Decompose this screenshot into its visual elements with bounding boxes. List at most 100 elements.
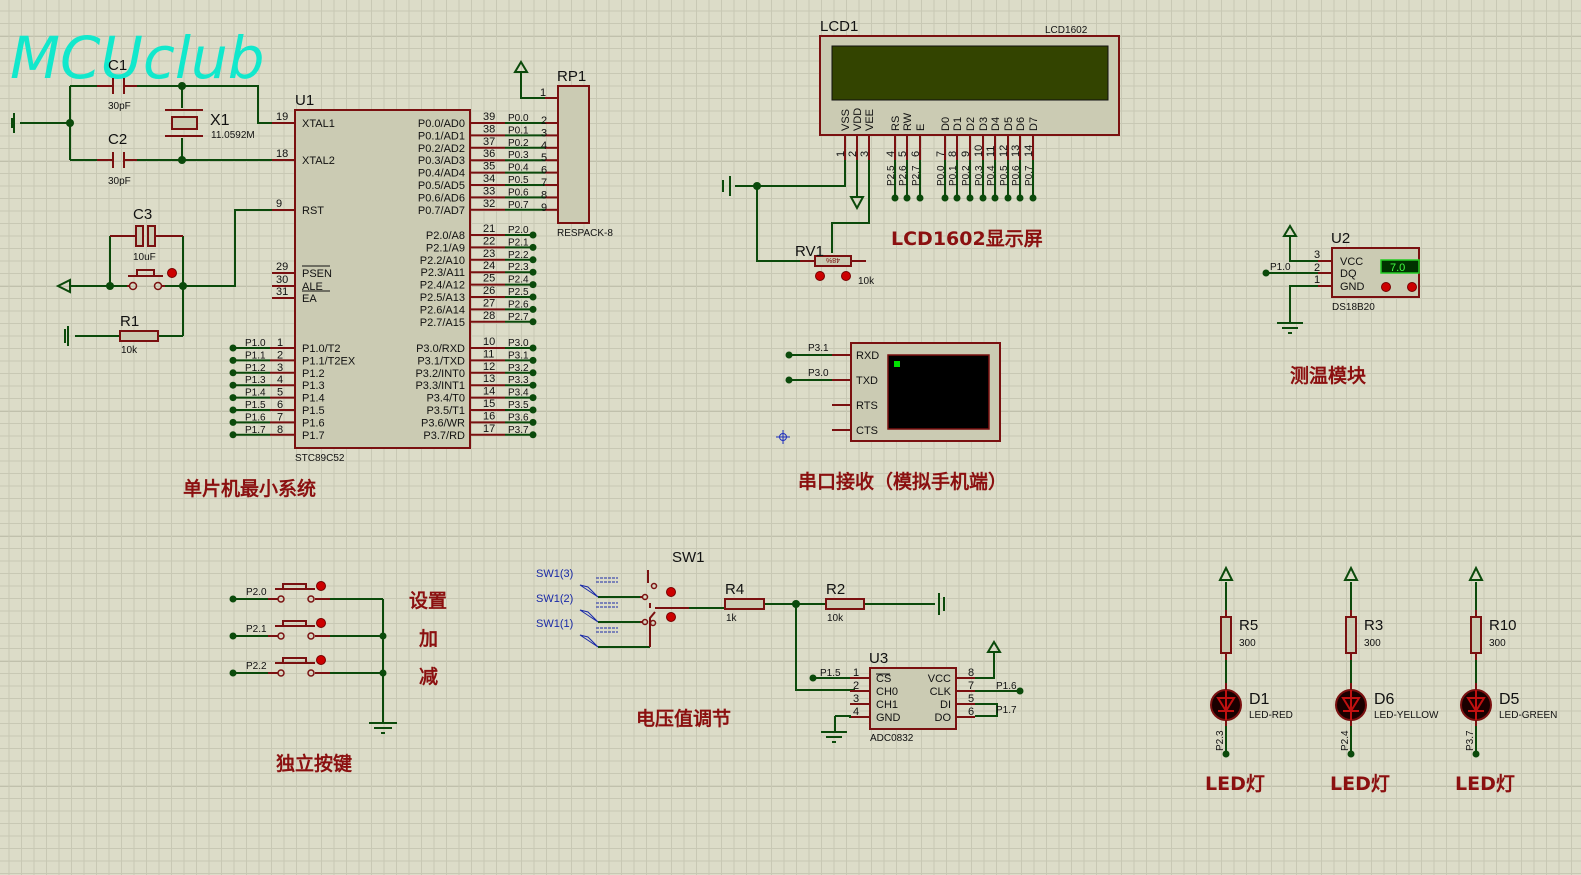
lcd-pin-num: 1 bbox=[835, 151, 847, 157]
net-terminal[interactable] bbox=[529, 256, 537, 264]
lcd-net-label: P2.6 bbox=[898, 165, 909, 186]
sw1-down-button[interactable] bbox=[666, 612, 676, 622]
net-terminal[interactable] bbox=[529, 231, 537, 239]
sw1-ref: SW1 bbox=[672, 549, 705, 566]
u3-pin-name: DI bbox=[940, 699, 951, 711]
section-title-serial: 串口接收（模拟手机端） bbox=[798, 470, 1007, 493]
net-terminal[interactable] bbox=[229, 381, 237, 389]
capacitor-c2[interactable] bbox=[97, 152, 137, 168]
d6-part: LED-YELLOW bbox=[1374, 710, 1439, 721]
resistor-r4[interactable] bbox=[724, 598, 765, 610]
temp-up-button[interactable] bbox=[1407, 282, 1417, 292]
mcu-u1[interactable]: U1 STC89C52 19XTAL118XTAL29RST29PSEN30AL… bbox=[229, 92, 559, 464]
rv1-wiper: 48% bbox=[826, 256, 840, 263]
net-terminal[interactable] bbox=[229, 418, 237, 426]
independent-buttons[interactable]: P2.0P2.1P2.2 bbox=[229, 581, 384, 677]
lcd-pin-name: D5 bbox=[1003, 117, 1015, 131]
sw1-up-button[interactable] bbox=[666, 587, 676, 597]
u1-pin-name: PSEN bbox=[302, 268, 332, 280]
u1-pin-name: P3.3/INT1 bbox=[415, 380, 465, 392]
u1-net-label: P0.1 bbox=[508, 125, 529, 136]
net-terminal[interactable] bbox=[529, 281, 537, 289]
net-terminal[interactable] bbox=[529, 305, 537, 313]
resistor-r3[interactable] bbox=[1345, 616, 1357, 654]
u1-net-label: P0.7 bbox=[508, 200, 529, 211]
capacitor-c3[interactable] bbox=[135, 225, 144, 247]
u1-pin-name: P2.1/A9 bbox=[426, 242, 465, 254]
net-terminal[interactable] bbox=[229, 356, 237, 364]
resistor-pack-rp1[interactable]: RP1 RESPACK-8 1 bbox=[513, 60, 613, 239]
net-terminal[interactable] bbox=[529, 381, 537, 389]
crystal-circuit[interactable]: C1 30pF C2 30pF X1 11.0592M bbox=[11, 57, 272, 187]
net-terminal[interactable] bbox=[891, 194, 899, 202]
net-terminal[interactable] bbox=[229, 394, 237, 402]
u2-ref: U2 bbox=[1331, 230, 1350, 247]
net-terminal[interactable] bbox=[1016, 194, 1024, 202]
u1-pin-name: P2.4/A12 bbox=[420, 280, 465, 292]
resistor-r1[interactable] bbox=[119, 330, 159, 342]
net-terminal[interactable] bbox=[903, 194, 911, 202]
net-terminal[interactable] bbox=[229, 406, 237, 414]
net-terminal[interactable] bbox=[979, 194, 987, 202]
resistor-r5[interactable] bbox=[1220, 616, 1232, 654]
u1-pin-num: 14 bbox=[483, 386, 495, 398]
resistor-r10[interactable] bbox=[1470, 616, 1482, 654]
u1-pin-num: 15 bbox=[483, 398, 495, 410]
button-probe[interactable] bbox=[316, 618, 326, 628]
reset-circuit[interactable]: C3 10uF R1 10k bbox=[55, 206, 272, 356]
net-terminal[interactable] bbox=[529, 318, 537, 326]
u3-net-clk: P1.6 bbox=[996, 681, 1017, 692]
net-terminal[interactable] bbox=[529, 394, 537, 402]
reset-button[interactable] bbox=[127, 268, 177, 291]
net-terminal[interactable] bbox=[529, 243, 537, 251]
rv1-ref: RV1 bbox=[795, 243, 824, 260]
net-terminal[interactable] bbox=[529, 293, 537, 301]
net-terminal[interactable] bbox=[916, 194, 924, 202]
u1-pin-num: 11 bbox=[483, 348, 494, 360]
net-terminal[interactable] bbox=[229, 369, 237, 377]
net-terminal[interactable] bbox=[529, 268, 537, 276]
u1-net-label: P3.5 bbox=[508, 400, 529, 411]
lcd-pin-name: VDD bbox=[852, 108, 864, 131]
resistor-r2[interactable] bbox=[825, 598, 865, 610]
u1-net-label: P0.0 bbox=[508, 113, 529, 124]
sensor-ds18b20[interactable]: U2 DS18B20 7.0 VCC DQ GND 3 2 1 P1.0 bbox=[1262, 224, 1420, 334]
net-terminal[interactable] bbox=[966, 194, 974, 202]
net-terminal[interactable] bbox=[529, 344, 537, 352]
potentiometer-rv1[interactable]: 48% bbox=[800, 255, 866, 281]
junction bbox=[66, 119, 74, 127]
switch-sw1[interactable]: SW1 SW1(3) SW1(2) SW1(1) bbox=[536, 549, 935, 691]
net-terminal[interactable] bbox=[529, 356, 537, 364]
u2-pin-gnd: GND bbox=[1340, 281, 1365, 293]
lcd1602-display[interactable]: LCD1 LCD1602 VSS1VDD2VEE3RS4P2.5RW5P2.6E… bbox=[819, 18, 1120, 202]
u1-net-label: P3.7 bbox=[508, 425, 529, 436]
virtual-terminal[interactable]: RXD TXD RTS CTS P3.1 P3.0 bbox=[785, 342, 1001, 442]
net-terminal[interactable] bbox=[229, 344, 237, 352]
net-terminal[interactable] bbox=[941, 194, 949, 202]
button-probe[interactable] bbox=[316, 581, 326, 591]
net-terminal[interactable] bbox=[953, 194, 961, 202]
button-probe[interactable] bbox=[316, 655, 326, 665]
net-terminal[interactable] bbox=[529, 418, 537, 426]
u1-net-label: P3.1 bbox=[508, 350, 529, 361]
net-terminal[interactable] bbox=[529, 431, 537, 439]
net-terminal[interactable] bbox=[1004, 194, 1012, 202]
net-terminal[interactable] bbox=[991, 194, 999, 202]
u1-pin-name: P0.4/AD4 bbox=[418, 168, 465, 180]
crystal-x1[interactable] bbox=[165, 109, 203, 137]
d5-ref: D5 bbox=[1499, 691, 1520, 708]
net-terminal[interactable] bbox=[529, 369, 537, 377]
net-terminal[interactable] bbox=[229, 431, 237, 439]
temp-down-button[interactable] bbox=[1381, 282, 1391, 292]
term-pin-txd: TXD bbox=[856, 375, 878, 387]
lcd-pin-num: 13 bbox=[1010, 145, 1022, 157]
net-terminal[interactable] bbox=[529, 406, 537, 414]
net-terminal[interactable] bbox=[1029, 194, 1037, 202]
capacitor-c1[interactable] bbox=[97, 78, 137, 94]
